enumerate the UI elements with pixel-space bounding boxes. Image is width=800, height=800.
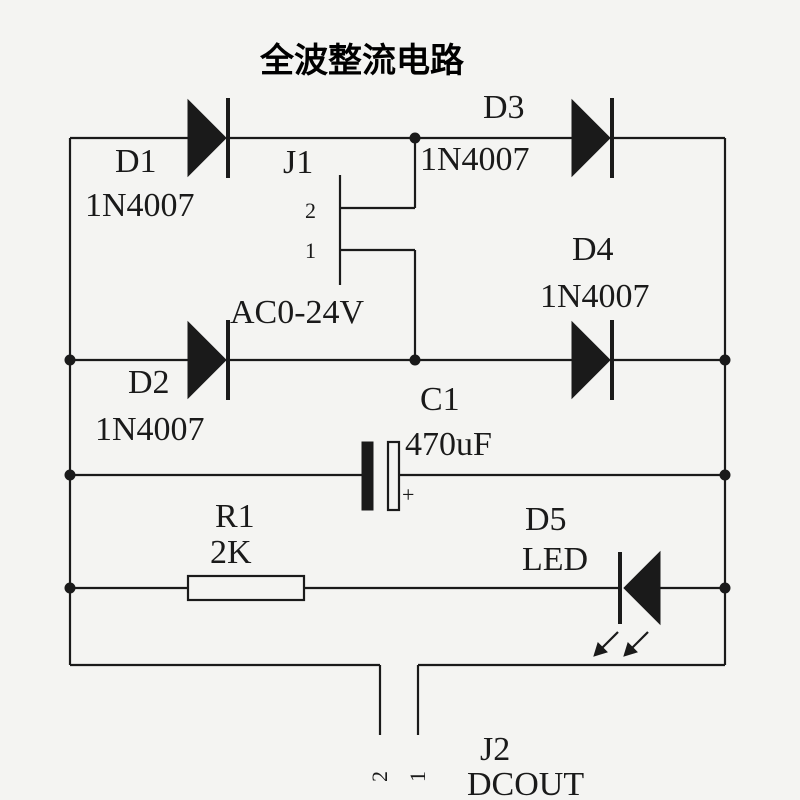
resistor-r1-body (186, 574, 306, 602)
diode-d1-ref: D1 (115, 143, 157, 180)
diode-d2-triangle (187, 320, 227, 400)
led-d5-triangle (623, 550, 661, 626)
junction-dot (409, 132, 421, 144)
diode-d3-part: 1N4007 (420, 141, 530, 178)
capacitor-c1: C1 470uF + (361, 381, 492, 512)
diode-d4-part: 1N4007 (540, 278, 650, 315)
connector-j2-pin2: 2 (367, 771, 392, 782)
connector-j1-voltage: AC0-24V (230, 294, 365, 331)
capacitor-c1-plate-positive (386, 440, 401, 512)
junctions (64, 132, 731, 594)
diode-d3: D3 1N4007 (420, 89, 614, 178)
resistor-r1-ref: R1 (215, 498, 255, 535)
diode-d2-ref: D2 (128, 364, 170, 401)
diode-d2: D2 1N4007 (95, 320, 230, 448)
connector-j2-label: DCOUT (467, 766, 584, 800)
diode-d1: D1 1N4007 (85, 98, 230, 224)
capacitor-c1-polarity: + (402, 482, 414, 507)
junction-dot (409, 354, 421, 366)
capacitor-c1-value: 470uF (405, 426, 492, 463)
junction-dot (64, 469, 76, 481)
connector-j2: 2 1 J2 DCOUT (367, 731, 584, 800)
diode-d4-triangle (571, 320, 611, 400)
diode-d4-ref: D4 (572, 231, 614, 268)
diode-d3-triangle (571, 98, 611, 178)
junction-dot (719, 354, 731, 366)
diode-d1-triangle (187, 98, 227, 178)
junction-dot (64, 354, 76, 366)
connector-j2-ref: J2 (480, 731, 510, 768)
led-d5: D5 LED (522, 501, 661, 657)
diode-d1-part: 1N4007 (85, 187, 195, 224)
junction-dot (719, 469, 731, 481)
junction-dot (719, 582, 731, 594)
connector-j1-ref: J1 (283, 144, 313, 181)
led-d5-value: LED (522, 541, 588, 578)
connector-j1-pin1: 1 (305, 238, 316, 263)
led-d5-light-arrows (593, 631, 649, 657)
light-arrow-head (623, 642, 638, 657)
junction-dot (64, 582, 76, 594)
diagram-title: 全波整流电路 (259, 41, 465, 81)
diode-d2-part: 1N4007 (95, 411, 205, 448)
connector-j1: J1 2 1 AC0-24V (230, 144, 365, 331)
connector-j2-pin1: 1 (405, 771, 430, 782)
wires (68, 136, 727, 735)
light-arrow-head (593, 642, 608, 657)
resistor-r1: R1 2K (186, 498, 306, 602)
capacitor-c1-plate-negative (361, 441, 374, 511)
resistor-r1-value: 2K (210, 534, 252, 571)
led-d5-ref: D5 (525, 501, 567, 538)
connector-j1-pin2: 2 (305, 198, 316, 223)
diode-d3-ref: D3 (483, 89, 525, 126)
diode-d4: D4 1N4007 (540, 231, 650, 400)
capacitor-c1-ref: C1 (420, 381, 460, 418)
